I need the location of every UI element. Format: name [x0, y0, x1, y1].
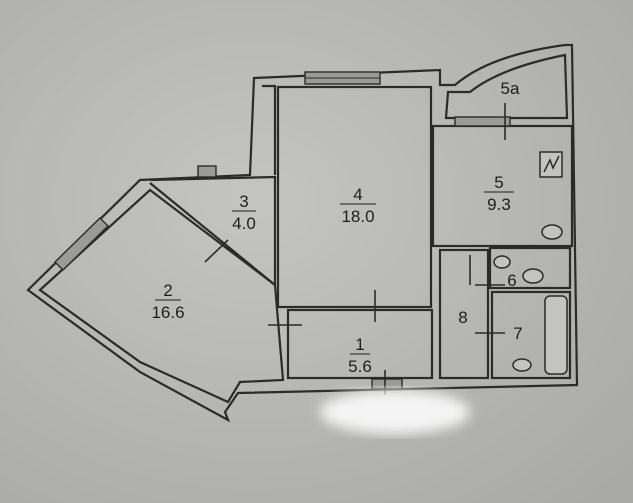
toilet-icon	[522, 268, 544, 284]
room-5-number: 5	[494, 173, 503, 192]
room-5a-number: 5a	[501, 79, 520, 98]
room-labels: 1 2 16.6 3 4.0 4 18.0 5 9.3 5a 6 7 8 5.6	[151, 79, 522, 376]
room-5-area: 9.3	[487, 195, 511, 214]
room-4-number: 4	[353, 185, 362, 204]
room-3-area: 4.0	[232, 214, 256, 233]
sink-icon	[512, 358, 532, 372]
room-6-number: 6	[507, 271, 516, 290]
bathroom-fixtures	[493, 151, 568, 375]
room-2-number: 2	[163, 281, 172, 300]
room-4-outline	[276, 85, 433, 309]
exterior-walls	[26, 43, 579, 423]
room-8-outline	[438, 248, 490, 380]
room-1-outline	[286, 308, 434, 380]
room-3-number: 3	[239, 192, 248, 211]
windows	[54, 71, 511, 390]
sink-icon	[541, 224, 563, 240]
room-6-outline	[488, 246, 572, 290]
room-4-area: 18.0	[341, 207, 374, 226]
room-1-number: 1	[355, 335, 364, 354]
room-7-outline	[490, 290, 572, 380]
door-marks	[204, 103, 506, 395]
room-2-outline	[38, 188, 285, 404]
balcony-5a-outline	[444, 53, 569, 120]
interior-walls	[149, 85, 574, 380]
room-1-area: 5.6	[348, 357, 372, 376]
room-7-number: 7	[513, 324, 522, 343]
room-8-number: 8	[458, 308, 467, 327]
room-2-area: 16.6	[151, 303, 184, 322]
sink-icon	[493, 255, 511, 269]
redaction-smudge	[320, 390, 470, 434]
bathtub-icon	[544, 295, 568, 375]
room-3-outline	[149, 175, 277, 285]
